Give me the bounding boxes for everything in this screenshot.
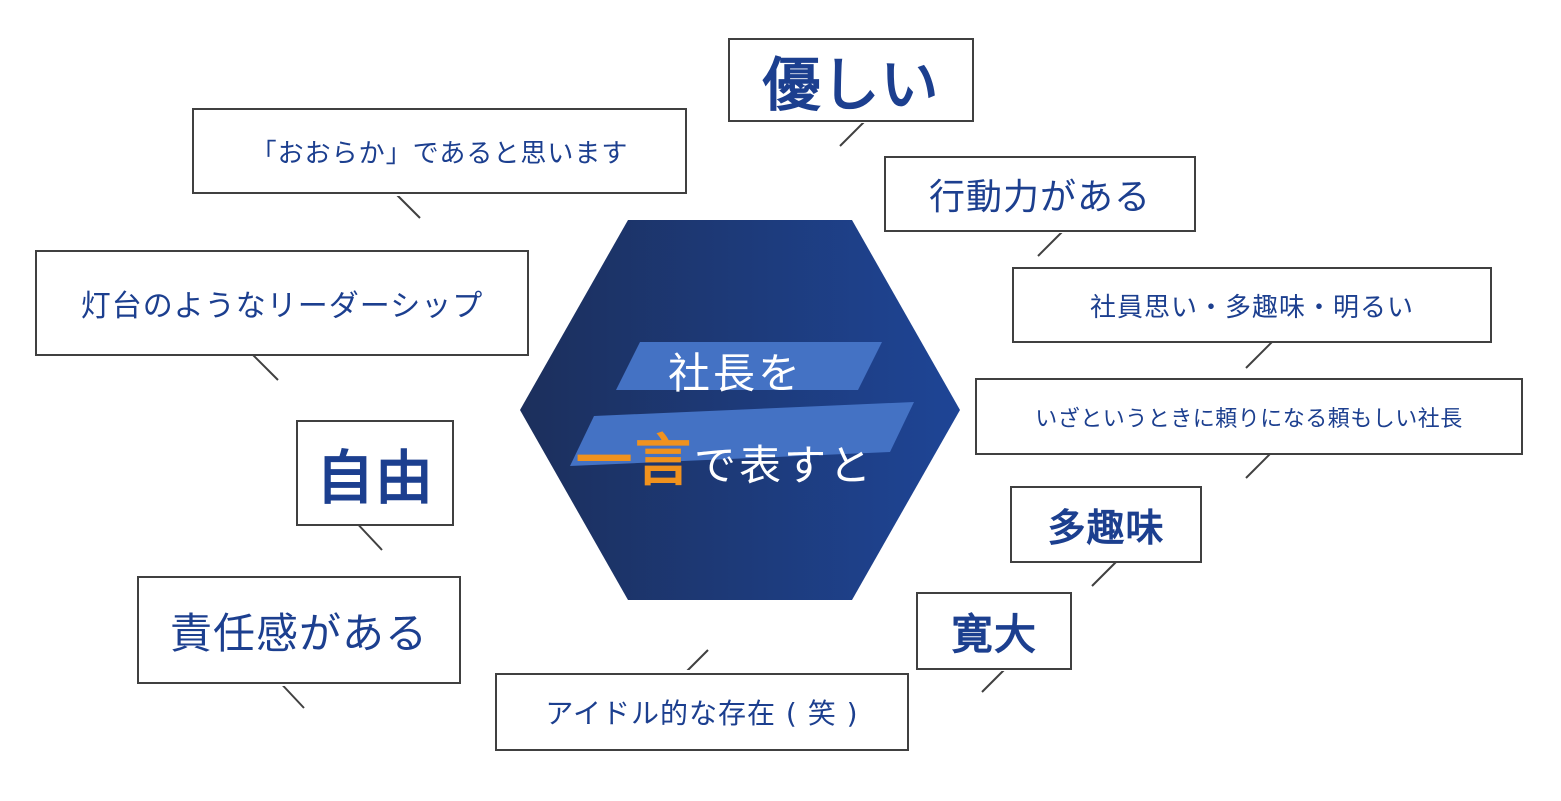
bubble-koudouryoku: 行動力がある (884, 156, 1196, 232)
bubble-sekinin: 責任感がある (137, 576, 461, 684)
bubble-kandai-label: 寛大 (950, 609, 1037, 659)
bubble-ooraka: 「おおらか」であると思います (192, 108, 687, 194)
bubble-kandai: 寛大 (916, 592, 1072, 670)
bubble-tayorishii: いざというときに頼りになる頼もしい社長 (975, 378, 1523, 455)
bubble-idol-label: アイドル的な存在 ( 笑 ) (545, 697, 859, 730)
stripe-top (616, 342, 882, 390)
center-line2-rest: で表すと (694, 441, 875, 490)
bubble-tashumi-label: 多趣味 (1047, 506, 1165, 550)
bubble-tashumi: 多趣味 (1010, 486, 1202, 563)
center-line2: 一言で表すと (576, 416, 874, 497)
bubble-tayorishii-label: いざというときに頼りになる頼もしい社長 (1035, 406, 1463, 432)
bubble-shain-omoi-label: 社員思い・多趣味・明るい (1089, 292, 1414, 323)
bubble-yasashii: 優しい (728, 38, 974, 122)
bubble-sekinin-label: 責任感がある (169, 608, 428, 658)
bubble-jiyuu-label: 自由 (315, 444, 434, 512)
bubble-ooraka-label: 「おおらか」であると思います (250, 138, 629, 169)
center-hexagon: 社長を 一言で表すと (520, 220, 960, 600)
bubble-idol: アイドル的な存在 ( 笑 ) (495, 673, 909, 751)
bubble-todai: 灯台のようなリーダーシップ (35, 250, 529, 356)
stripe-bottom (570, 402, 914, 466)
bubble-yasashii-label: 優しい (762, 51, 940, 119)
bubble-shain-omoi: 社員思い・多趣味・明るい (1012, 267, 1492, 343)
hexagon-shape (520, 220, 960, 600)
center-line1: 社長を (668, 349, 804, 398)
center-accent: 一言 (576, 429, 694, 494)
bubble-todai-label: 灯台のようなリーダーシップ (80, 289, 484, 324)
bubble-jiyuu: 自由 (296, 420, 454, 526)
bubble-koudouryoku-label: 行動力がある (928, 177, 1151, 218)
tail-yasashii (839, 117, 869, 147)
